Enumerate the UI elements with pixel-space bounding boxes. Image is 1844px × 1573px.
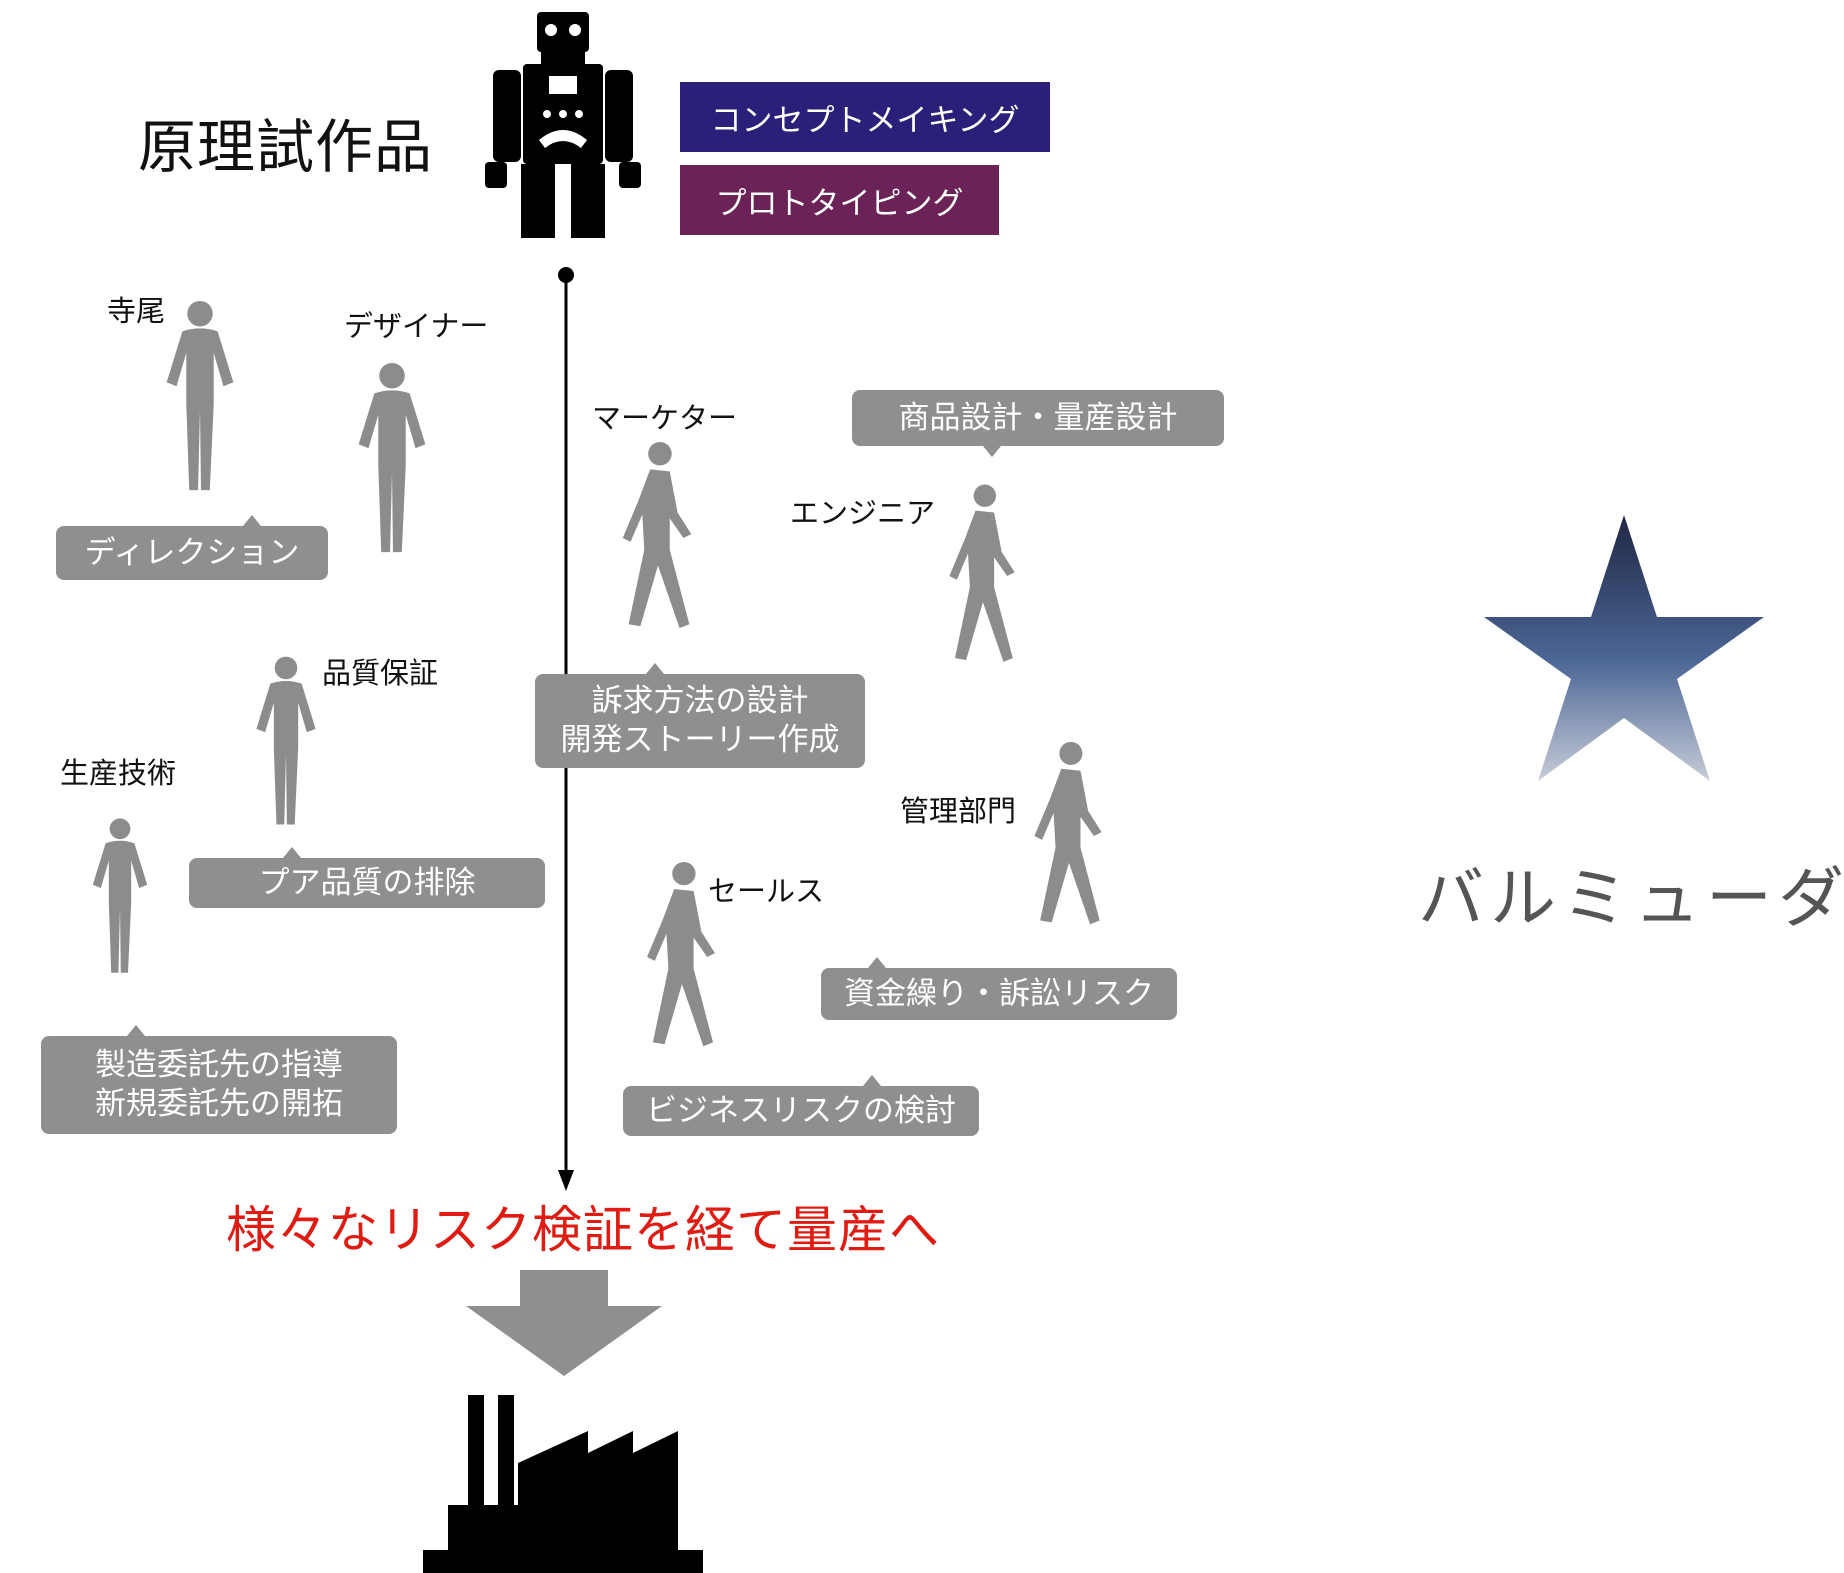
task-bubble-marketing: 訴求方法の設計 開発ストーリー作成 xyxy=(535,663,865,768)
task-text: プア品質の排除 xyxy=(258,864,476,901)
factory-icon xyxy=(423,1395,703,1573)
role-label-admin: 管理部門 xyxy=(900,794,1017,828)
prototyping-tag: プロトタイピング xyxy=(680,165,999,235)
role-label-engineer: エンジニア xyxy=(790,496,936,530)
task-bubble-engineering: 商品設計・量産設計 xyxy=(852,390,1224,457)
task-text: 製造委託先の指導 xyxy=(95,1047,343,1084)
person-icon xyxy=(352,360,432,556)
task-text: ビジネスリスクの検討 xyxy=(646,1092,956,1129)
task-text: 開発ストーリー作成 xyxy=(560,722,840,758)
page-title: 原理試作品 xyxy=(138,113,434,181)
task-text: 訴求方法の設計 xyxy=(591,683,809,720)
task-bubble-production: 製造委託先の指導 新規委託先の開拓 xyxy=(41,1025,397,1134)
task-text: 資金繰り・訴訟リスク xyxy=(844,975,1154,1012)
role-label-sales: セールス xyxy=(708,874,825,908)
task-bubble-admin: 資金繰り・訴訟リスク xyxy=(821,957,1177,1020)
person-icon xyxy=(160,298,240,494)
task-bubble-sales: ビジネスリスクの検討 xyxy=(623,1075,979,1136)
main-message: 様々なリスク検証を経て量産へ xyxy=(226,1201,940,1259)
task-bubble-direction: ディレクション xyxy=(56,515,328,580)
role-label-designer: デザイナー xyxy=(344,309,489,343)
person-icon xyxy=(1022,740,1114,932)
robot-icon xyxy=(485,12,641,238)
person-icon xyxy=(88,800,152,992)
person-icon xyxy=(246,654,326,828)
brand-name: バルミューダ xyxy=(1418,860,1844,937)
person-icon xyxy=(612,440,702,636)
task-text: ディレクション xyxy=(84,534,300,571)
concept-making-tag: コンセプトメイキング xyxy=(680,82,1050,152)
task-bubble-quality: プア品質の排除 xyxy=(189,847,545,908)
task-text: 商品設計・量産設計 xyxy=(898,399,1178,436)
role-label-production: 生産技術 xyxy=(60,756,177,790)
person-icon xyxy=(636,860,726,1054)
role-label-marketer: マーケター xyxy=(592,401,738,435)
star-icon xyxy=(1484,515,1764,781)
down-arrow-icon xyxy=(466,1270,662,1376)
person-icon xyxy=(940,478,1024,674)
role-label-qa: 品質保証 xyxy=(322,656,439,690)
task-text: 新規委託先の開拓 xyxy=(95,1086,343,1122)
role-label-terao: 寺尾 xyxy=(107,294,166,328)
